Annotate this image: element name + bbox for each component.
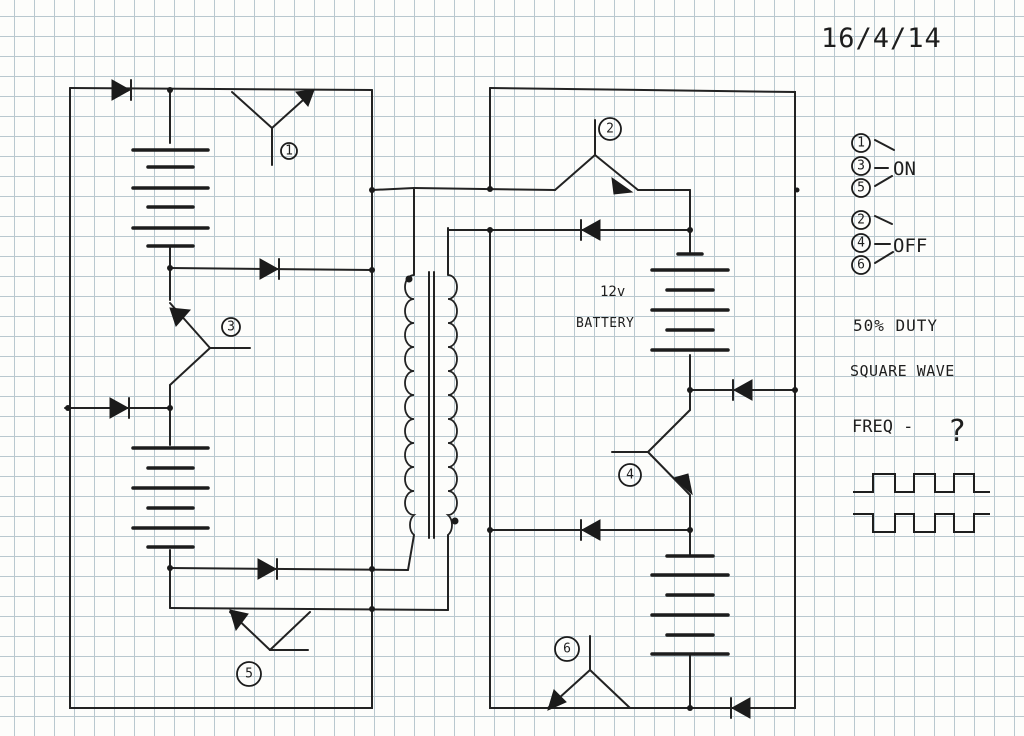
square-wave-off (853, 513, 990, 533)
diode-right-mid (732, 379, 753, 401)
svg-text:3: 3 (227, 320, 235, 335)
transistor-label-4: 4 (618, 463, 642, 487)
battery-voltage-label: 12v (600, 284, 625, 300)
battery-right-bottom (650, 554, 730, 656)
svg-text:2: 2 (606, 122, 614, 137)
polarity-dot-primary (405, 275, 413, 283)
svg-text:5: 5 (857, 181, 865, 196)
diode-left-input (109, 397, 130, 419)
transistor-label-1: 1 (280, 142, 298, 160)
frequency-question-mark: ? (948, 414, 966, 449)
transistor-4 (611, 409, 693, 496)
legend-off-label: OFF (893, 235, 927, 257)
transformer (371, 187, 691, 611)
polarity-dot-secondary (451, 517, 459, 525)
frequency-note: FREQ - (852, 417, 913, 437)
transistor-label-2: 2 (598, 117, 622, 141)
legend-off-group: 2 4 6 OFF (851, 210, 927, 275)
right-circuit-wires (413, 87, 799, 709)
legend-on-label: ON (893, 158, 916, 180)
diode-right-bottom (730, 697, 751, 719)
diode-left-bottom (257, 558, 278, 580)
transistor-label-3: 3 (221, 317, 241, 337)
diode-left-top (111, 79, 132, 101)
svg-text:1: 1 (857, 136, 865, 151)
legend-on-group: 1 3 5 ON (851, 133, 916, 198)
svg-text:6: 6 (563, 642, 571, 657)
transistor-2 (554, 119, 639, 195)
transistor-5 (229, 609, 311, 651)
battery-label: BATTERY (576, 316, 634, 331)
svg-text:4: 4 (857, 236, 865, 251)
battery-right-top (650, 252, 730, 352)
diode-right-lower (580, 519, 601, 541)
battery-left-top (131, 148, 210, 248)
svg-text:6: 6 (857, 258, 865, 273)
svg-text:1: 1 (285, 144, 293, 159)
svg-text:4: 4 (626, 468, 634, 483)
duty-cycle-note: 50% DUTY (853, 316, 938, 335)
square-wave-on (853, 473, 990, 493)
transistor-1 (231, 89, 315, 166)
svg-text:5: 5 (245, 667, 253, 682)
waveform-note: SQUARE WAVE (850, 362, 955, 380)
junction-dots (65, 87, 800, 711)
left-circuit-wires (64, 87, 449, 709)
transistor-label-5: 5 (236, 661, 262, 687)
transistor-6 (547, 635, 631, 711)
diode-right-top (580, 219, 601, 241)
svg-text:3: 3 (857, 159, 865, 174)
svg-text:2: 2 (857, 213, 865, 228)
transistor-label-6: 6 (554, 636, 580, 662)
battery-left-bottom (131, 446, 210, 549)
transistor-3 (169, 302, 251, 386)
diode-left-mid (259, 258, 280, 280)
date-label: 16/4/14 (821, 23, 942, 54)
